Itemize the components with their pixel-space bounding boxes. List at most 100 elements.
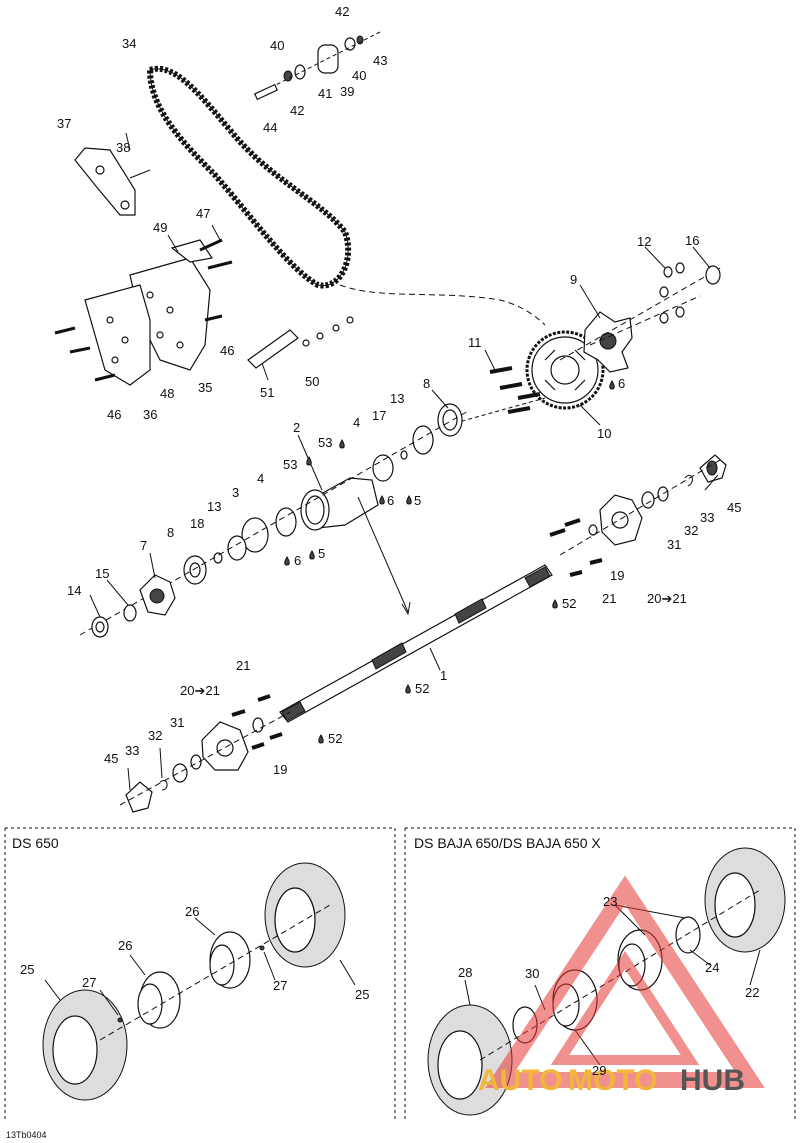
drop-icon: [406, 495, 412, 505]
callout: 52: [328, 731, 342, 746]
callout: 42: [290, 103, 304, 118]
callout: 52: [415, 681, 429, 696]
callout: 21: [602, 591, 616, 606]
callout: 20➔21: [647, 591, 687, 606]
callout-labels: 42 43 40 40 41 39 42 44 34 37 38 47 49 4…: [20, 4, 759, 1078]
callout: 30: [525, 966, 539, 981]
callout: 22: [745, 985, 759, 1000]
left-wheel-hub-lower: [119, 694, 291, 813]
ds650-wheel-assembly: [42, 862, 356, 1101]
callout: 37: [57, 116, 71, 131]
callout: 7: [140, 538, 147, 553]
callout: 32: [148, 728, 162, 743]
callout: 20➔21: [180, 683, 220, 698]
drop-icon: [306, 456, 312, 466]
callout: 8: [423, 376, 430, 391]
bearing-housing: [79, 403, 471, 636]
callout: 32: [684, 523, 698, 538]
callout: 19: [273, 762, 287, 777]
section-frames: [4, 827, 796, 1120]
callout: 29: [592, 1063, 606, 1078]
callout: 19: [610, 568, 624, 583]
callout: 25: [355, 987, 369, 1002]
sprocket-bolts: [447, 366, 546, 426]
callout: 13: [390, 391, 404, 406]
callout: 4: [353, 415, 360, 430]
drawing-code: 13Tb0404: [6, 1130, 47, 1140]
callout: 53: [283, 457, 297, 472]
callout: 36: [143, 407, 157, 422]
callout: 26: [185, 904, 199, 919]
callout: 28: [458, 965, 472, 980]
callout: 52: [562, 596, 576, 611]
drop-icon: [339, 439, 345, 449]
drop-icon: [609, 380, 615, 390]
callout: 8: [167, 525, 174, 540]
callout: 53: [318, 435, 332, 450]
callout: 6: [387, 493, 394, 508]
right-wheel-hub-upper: [549, 454, 727, 577]
leader-lines: [89, 132, 719, 791]
callout: 33: [125, 743, 139, 758]
rear-axle: [279, 496, 553, 723]
sprocket: [525, 330, 605, 410]
callout: 31: [170, 715, 184, 730]
callout: 13: [207, 499, 221, 514]
chain-route-line: [339, 284, 546, 326]
callout: 12: [637, 234, 651, 249]
callout: 17: [372, 408, 386, 423]
callout: 21: [236, 658, 250, 673]
callout: 4: [257, 471, 264, 486]
callout: 42: [335, 4, 349, 19]
callout: 49: [153, 220, 167, 235]
callout: 1: [440, 668, 447, 683]
watermark-moto: MOTO: [568, 1064, 657, 1097]
drop-icon: [379, 495, 385, 505]
callout: 25: [20, 962, 34, 977]
callout: 44: [263, 120, 277, 135]
callout: 10: [597, 426, 611, 441]
callout: 51: [260, 385, 274, 400]
callout: 45: [104, 751, 118, 766]
callout: 40: [270, 38, 284, 53]
callout: 9: [570, 272, 577, 287]
callout: 3: [232, 485, 239, 500]
callout: 5: [318, 546, 325, 561]
drop-icon: [318, 734, 324, 744]
section-title-ds650: DS 650: [12, 835, 59, 851]
callout: 33: [700, 510, 714, 525]
tensioner-parts: [253, 31, 381, 101]
callout: 27: [82, 975, 96, 990]
watermark-logo: [485, 875, 765, 1088]
chain-guide: [74, 147, 151, 216]
callout: 45: [727, 500, 741, 515]
callout: 6: [294, 553, 301, 568]
callout: 34: [122, 36, 136, 51]
callout: 15: [95, 566, 109, 581]
brackets: [54, 238, 354, 386]
section-title-baja: DS BAJA 650/DS BAJA 650 X: [414, 835, 601, 851]
callout: 35: [198, 380, 212, 395]
watermark-hub: HUB: [680, 1064, 745, 1097]
callout: 6: [618, 376, 625, 391]
drive-chain: [146, 65, 352, 289]
callout: 38: [116, 140, 130, 155]
callout: 46: [220, 343, 234, 358]
callout: 24: [705, 960, 719, 975]
drop-icon: [309, 550, 315, 560]
callout: 26: [118, 938, 132, 953]
drop-icon: [405, 684, 411, 694]
callout: 50: [305, 374, 319, 389]
callout: 46: [107, 407, 121, 422]
callout: 40: [352, 68, 366, 83]
lubricant-drop-icons: [284, 380, 615, 744]
callout: 11: [468, 335, 482, 350]
sprocket-hub: [559, 262, 721, 373]
callout: 31: [667, 537, 681, 552]
drop-icon: [552, 599, 558, 609]
watermark-auto: AUTO: [478, 1064, 562, 1097]
callout: 27: [273, 978, 287, 993]
callout: 39: [340, 84, 354, 99]
